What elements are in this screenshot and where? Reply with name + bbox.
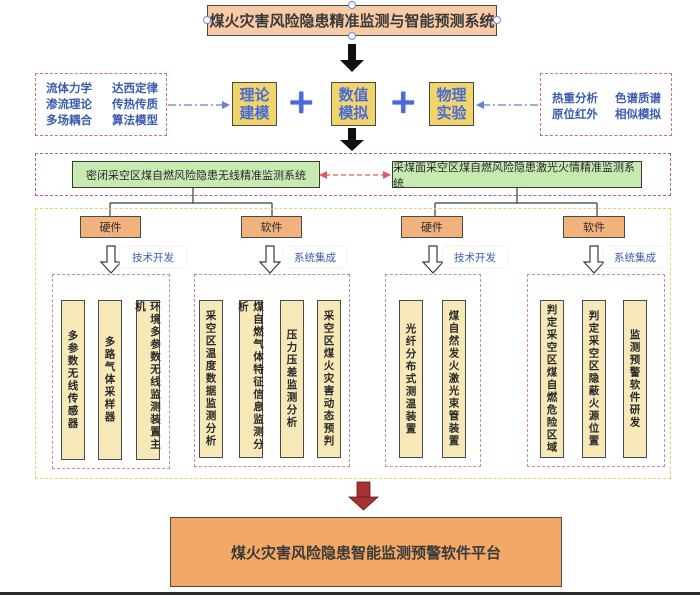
- method-box-theory[interactable]: 理论 建模: [232, 82, 277, 126]
- item-column[interactable]: 光纤分布式测温装置: [399, 300, 423, 458]
- keyword: 相似模拟: [615, 107, 661, 121]
- process-label: 技术开发: [120, 247, 186, 267]
- item-group: [385, 274, 481, 467]
- item-column[interactable]: 判定采空区隐蔽火源位置: [582, 300, 606, 458]
- hollow-arrow-icon: [582, 245, 606, 274]
- item-column[interactable]: 多路气体采样器: [98, 300, 122, 460]
- keyword: 原位红外: [552, 107, 598, 121]
- item-group: [194, 274, 350, 467]
- plus-icon: +: [389, 82, 418, 122]
- item-column[interactable]: 煤自然发火激光束管装置: [442, 300, 466, 458]
- down-arrow-icon: [340, 44, 364, 72]
- system-title-box[interactable]: 煤火灾害风险隐患精准监测与智能预测系统: [207, 5, 497, 36]
- method-box-numerical[interactable]: 数值 模拟: [331, 82, 376, 126]
- system-box-laser[interactable]: 采煤面采空区煤自燃风险隐患激光火情精准监测系统: [392, 161, 642, 190]
- keyword: 算法模型: [112, 113, 158, 127]
- item-column[interactable]: 环境多参数无线监测装置主机: [134, 300, 161, 460]
- resize-handle-bottom[interactable]: [348, 32, 356, 40]
- down-arrow-icon: [340, 128, 364, 151]
- keyword: 色谱质谱: [615, 91, 661, 105]
- experiment-keywords-box: 热重分析 色谱质谱 原位红外 相似模拟: [540, 73, 672, 136]
- keyword: 多场耦合: [46, 113, 92, 127]
- item-column[interactable]: 采空区煤火灾害动态预判: [317, 300, 341, 458]
- down-arrow-red-icon: [347, 481, 380, 511]
- platform-box[interactable]: 煤火灾害风险隐患智能监测预警软件平台: [170, 517, 562, 587]
- item-column[interactable]: 煤自燃气体特征信息监测分析: [237, 300, 264, 458]
- item-column[interactable]: 采空区温度数据监测分析: [199, 300, 223, 458]
- resize-handle-top[interactable]: [348, 1, 356, 9]
- bottom-divider: [0, 592, 700, 595]
- tree-connector-right: [434, 188, 598, 216]
- category-box-software[interactable]: 软件: [563, 216, 625, 238]
- bidirectional-arrow-icon: [319, 171, 391, 179]
- system-title: 煤火灾害风险隐患精准监测与智能预测系统: [209, 12, 495, 30]
- process-label: 系统集成: [284, 247, 346, 267]
- process-label: 系统集成: [604, 247, 666, 267]
- item-group: [52, 274, 170, 469]
- item-group: [527, 274, 665, 467]
- dashdot-arrow-left-icon: [476, 101, 538, 109]
- components-group: [35, 208, 671, 479]
- theory-keywords-box: 流体力学 达西定律 渗流理论 传热传质 多场耦合 算法模型: [35, 73, 167, 136]
- keyword: 流体力学: [46, 81, 92, 95]
- keyword: 传热传质: [112, 97, 158, 111]
- category-box-hardware[interactable]: 硬件: [80, 216, 141, 238]
- hollow-arrow-icon: [421, 245, 445, 274]
- item-column[interactable]: 多参数无线传感器: [61, 300, 85, 460]
- process-label: 技术开发: [443, 247, 507, 267]
- item-column[interactable]: 监测预警软件研发: [623, 300, 647, 458]
- item-column[interactable]: 压力压差监测分析: [280, 300, 304, 458]
- category-box-hardware[interactable]: 硬件: [401, 216, 463, 238]
- method-box-experiment[interactable]: 物理 实验: [429, 82, 474, 126]
- dashdot-arrow-right-icon: [168, 101, 230, 109]
- item-column[interactable]: 判定采空区煤自燃危险区域: [540, 300, 564, 458]
- hollow-arrow-icon: [258, 245, 282, 274]
- keyword: 达西定律: [112, 81, 158, 95]
- systems-group: [35, 153, 671, 196]
- keyword: 渗流理论: [46, 97, 92, 111]
- system-box-wireless[interactable]: 密闭采空区煤自燃风险隐患无线精准监测系统: [72, 161, 320, 188]
- resize-handle-right[interactable]: [493, 16, 501, 24]
- keyword: 热重分析: [552, 91, 598, 105]
- hollow-arrow-icon: [99, 245, 123, 274]
- category-box-software[interactable]: 软件: [241, 216, 302, 238]
- resize-handle-left[interactable]: [203, 16, 211, 24]
- plus-icon: +: [287, 82, 316, 122]
